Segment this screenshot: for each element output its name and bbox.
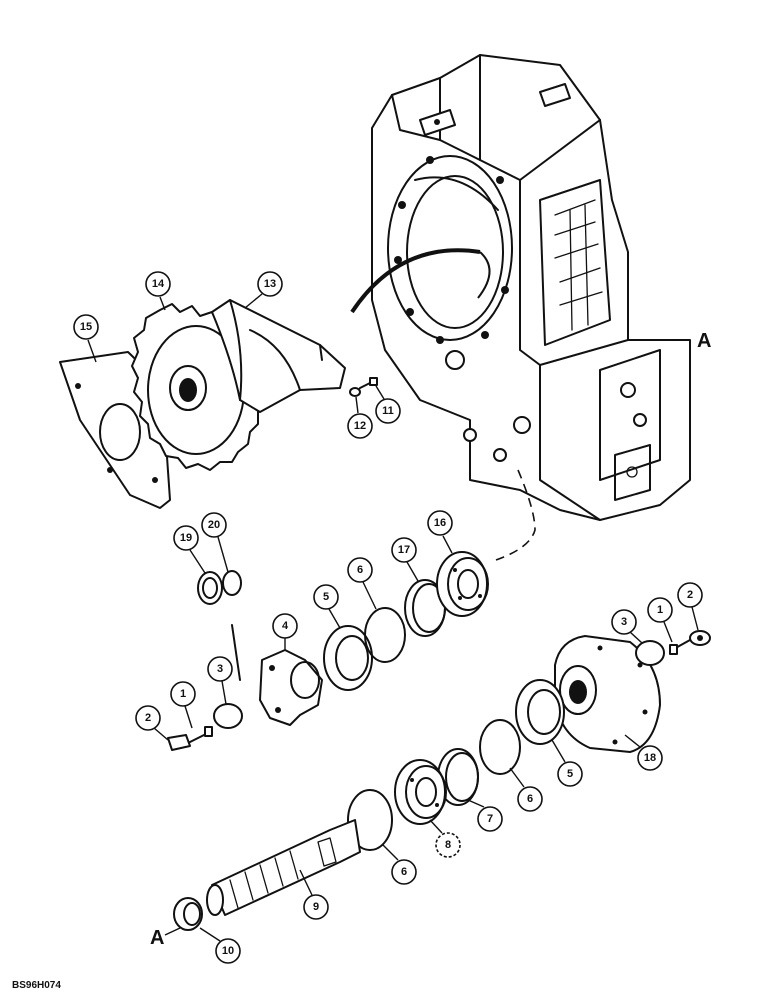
callout-17: 17: [391, 537, 419, 582]
callout-6-lower-right: 6: [509, 767, 543, 812]
seal-and-snap-ring: [197, 570, 242, 605]
callout-18: 18: [624, 734, 663, 771]
svg-text:14: 14: [152, 278, 165, 290]
callout-9: 9: [299, 869, 329, 920]
svg-text:2: 2: [687, 589, 693, 601]
callout-3-left: 3: [207, 656, 233, 705]
callout-6-upper: 6: [347, 557, 377, 610]
callout-16: 16: [427, 510, 453, 554]
svg-text:2: 2: [145, 712, 151, 724]
output-shaft: [206, 819, 361, 916]
dashed-leader: [495, 469, 536, 561]
right-fastener-group: [635, 630, 711, 666]
svg-text:5: 5: [323, 591, 329, 603]
svg-text:3: 3: [621, 616, 627, 628]
callout-3-right: 3: [611, 609, 643, 644]
svg-text:4: 4: [282, 620, 289, 632]
output-flange: [554, 635, 661, 753]
svg-text:6: 6: [357, 564, 363, 576]
callout-5-upper: 5: [313, 584, 341, 629]
callout-12: 12: [347, 396, 373, 439]
svg-text:17: 17: [398, 544, 410, 556]
collar: [173, 897, 203, 931]
svg-text:19: 19: [180, 532, 192, 544]
callout-8: 8: [429, 819, 461, 858]
callout-10: 10: [199, 927, 241, 964]
callout-20: 20: [201, 512, 229, 573]
callout-13: 13: [244, 271, 283, 309]
drawing-code: BS96H074: [12, 980, 61, 991]
callout-5-lower: 5: [551, 739, 583, 787]
svg-text:6: 6: [527, 793, 533, 805]
svg-text:12: 12: [354, 420, 366, 432]
svg-text:1: 1: [180, 688, 186, 700]
callout-2-left: 2: [135, 705, 169, 741]
callout-19: 19: [173, 525, 206, 574]
callout-1-left: 1: [170, 681, 196, 729]
svg-text:10: 10: [222, 945, 234, 957]
callout-2-right: 2: [677, 582, 703, 631]
svg-text:5: 5: [567, 768, 573, 780]
wire: [231, 624, 241, 681]
callout-15: 15: [73, 314, 99, 363]
reference-mark-a-top: A: [672, 330, 711, 352]
callout-6-lower-left: 6: [381, 843, 417, 885]
svg-text:7: 7: [487, 813, 493, 825]
svg-text:1: 1: [657, 604, 663, 616]
yoke: [259, 649, 323, 726]
svg-text:18: 18: [644, 752, 656, 764]
reference-mark-a-label: A: [150, 927, 164, 949]
oil-shield: [211, 299, 346, 413]
callout-4: 4: [272, 613, 298, 650]
svg-text:20: 20: [208, 519, 220, 531]
svg-text:6: 6: [401, 866, 407, 878]
left-fastener-group: [167, 703, 243, 751]
transmission-housing: [350, 54, 691, 521]
svg-text:3: 3: [217, 663, 223, 675]
callout-7: 7: [467, 799, 503, 832]
svg-text:15: 15: [80, 321, 92, 333]
callout-1-right: 1: [647, 597, 673, 643]
bolt-and-washer: [349, 377, 378, 397]
reference-mark-a-bottom: A: [150, 927, 181, 949]
reference-mark-a-label: A: [697, 330, 711, 352]
svg-text:8: 8: [445, 839, 451, 851]
lower-ring-row: [347, 679, 565, 851]
svg-text:13: 13: [264, 278, 276, 290]
svg-text:11: 11: [382, 405, 394, 417]
callout-11: 11: [375, 385, 401, 424]
svg-text:9: 9: [313, 901, 319, 913]
callout-14: 14: [145, 271, 171, 311]
upper-ring-row: [323, 551, 489, 691]
svg-text:16: 16: [434, 517, 446, 529]
